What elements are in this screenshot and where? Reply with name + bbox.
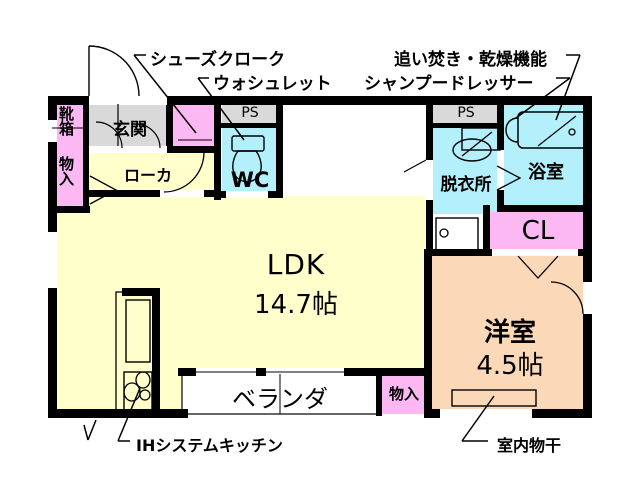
wall-wc-right: [276, 100, 283, 198]
annotation-shoes-cloak: シューズクローク: [150, 50, 286, 70]
opening-entrance-door: [89, 96, 167, 105]
annotation-indoor-drying: 室内物干: [497, 436, 562, 455]
opening-rouka-door: [160, 190, 204, 197]
opening-datsuijo-door: [426, 160, 433, 200]
fill-ldk-kitchen-strip: [52, 372, 182, 414]
door-folding-monoire-left: [89, 175, 118, 205]
annotation-shampoo-dresser: シャンプードレッサー: [364, 74, 534, 94]
room-label-monoire-right: 物入: [388, 385, 419, 403]
fixtures: [52, 45, 589, 415]
room-label-wc: WC: [230, 168, 270, 192]
ih-burner-2: [135, 371, 151, 389]
room-label-getabako: 靴箱: [57, 106, 75, 136]
wall-getabako-right: [83, 100, 89, 212]
fill-ldk: [52, 196, 430, 372]
bathtub-diag: [537, 115, 577, 147]
wall-monoire-bottom: [48, 206, 90, 213]
wall-top-outer: [48, 96, 592, 105]
leader-shoes-cloak: [133, 54, 197, 134]
wall-cloak-right: [214, 100, 221, 200]
fill-monoire-right: [380, 374, 428, 414]
bathtub-drain: [568, 128, 576, 136]
leader-ih-2: [83, 419, 97, 441]
leader-reheat: [555, 54, 581, 121]
wall-genkan-right: [166, 100, 173, 152]
room-label-veranda: ベランダ: [232, 385, 328, 413]
wall-bath-bottom: [497, 205, 592, 212]
wall-ps-left-div: [219, 123, 279, 128]
indoor-drying-rail: [451, 389, 537, 407]
opening-closet-door: [492, 249, 578, 256]
washbasin-sink: [452, 138, 492, 162]
fill-yokushitsu: [504, 104, 588, 208]
fill-monoire-left: [52, 152, 88, 212]
room-label-yokushitsu: 浴室: [528, 162, 564, 183]
opening-room-door: [583, 282, 592, 314]
wall-ldk-right: [424, 249, 432, 417]
bathtub: [517, 111, 589, 149]
washer-drain: [439, 228, 449, 238]
room-label-closet: CL: [521, 216, 555, 246]
washer-pan: [435, 217, 479, 251]
wall-monoire2-left: [376, 368, 382, 416]
fill-closet: [488, 212, 588, 252]
wall-right-outer: [583, 96, 592, 418]
annotation-ih-kitchen: IHシステムキッチン: [136, 436, 283, 455]
door-swing-room: [550, 281, 584, 315]
room-label-youshitsu: 洋室: [483, 318, 536, 348]
opening-bath-door: [497, 150, 504, 190]
fill-ps-right: [432, 104, 500, 124]
room-label-datsuijo: 脱衣所: [440, 175, 492, 195]
room-area-ldk: 14.7帖: [254, 290, 338, 320]
room-label-rouka: ローカ: [123, 166, 172, 185]
door-swing-entrance: [88, 45, 140, 97]
fill-rouka: [88, 152, 218, 196]
wall-datsuijo-bottom: [426, 249, 502, 256]
door-swing-datsuijo: [403, 159, 427, 173]
ih-burner-1: [123, 382, 141, 402]
washbasin-faucet: [461, 131, 493, 157]
room-label-monoire-left: 物入: [57, 156, 75, 186]
fill-datsuijo: [432, 128, 500, 214]
door-swing-genkan-a: [95, 121, 123, 149]
wall-rouka-bottom: [85, 190, 221, 197]
opening-left-window: [48, 120, 57, 142]
opening-wc-door: [226, 191, 268, 198]
toilet-bowl: [232, 150, 262, 183]
wall-ps-right-div: [429, 123, 501, 128]
door-swing-rouka: [163, 151, 205, 193]
wall-closet-left: [483, 205, 490, 256]
room-area-youshitsu: 4.5帖: [476, 351, 544, 381]
leader-shampoo: [515, 77, 571, 119]
leader-lines: [83, 54, 581, 442]
room-label-ps-left: PS: [241, 105, 259, 121]
annotation-reheat-dry: 追い焚き・乾燥機能: [394, 50, 547, 70]
wall-kitchen-right: [152, 288, 160, 414]
leader-ih: [117, 387, 141, 442]
annotation-washlet: ウォシュレット: [213, 74, 332, 94]
room-label-genkan: 玄関: [113, 120, 147, 140]
kitchen-counter-frame: [115, 291, 155, 415]
ih-burner-3: [139, 389, 151, 401]
door-swing-genkan-b: [135, 123, 161, 149]
bathtub-apron: [505, 117, 519, 143]
fill-youshitsu: [432, 256, 588, 414]
washbasin-counter: [461, 127, 501, 151]
closet-door-marks: [517, 255, 559, 279]
room-label-ps-right: PS: [457, 105, 475, 121]
opening-entrance-sill: [89, 146, 167, 153]
fill-ps-left: [222, 104, 278, 124]
kitchen-sink: [125, 299, 151, 363]
leader-washlet: [197, 77, 245, 141]
door-swing-bath: [496, 165, 522, 191]
room-label-ldk: LDK: [266, 248, 326, 281]
leader-drying: [461, 395, 495, 442]
opening-ldk-left-win: [48, 232, 57, 288]
opening-room-bottom: [440, 409, 532, 418]
